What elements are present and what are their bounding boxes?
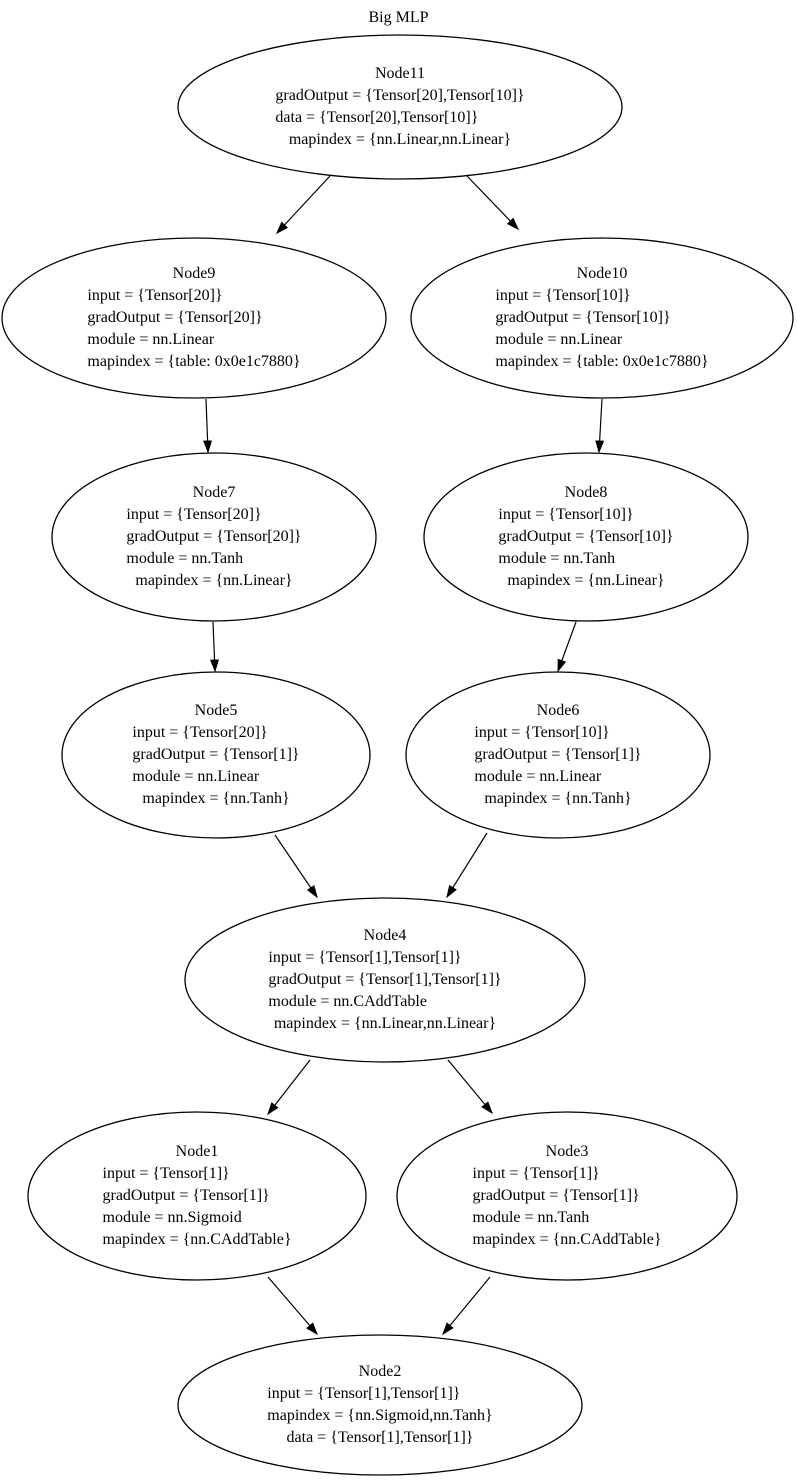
edge-node8-node6 bbox=[557, 621, 577, 673]
edge-node11-node9 bbox=[275, 175, 331, 235]
node-ellipse-node1 bbox=[27, 1111, 367, 1281]
edge-node7-node5 bbox=[210, 621, 220, 673]
node-ellipse-node5 bbox=[61, 671, 371, 839]
node-ellipse-node2 bbox=[177, 1334, 583, 1476]
edge-node4-node1 bbox=[267, 1059, 311, 1116]
node-ellipse-node8 bbox=[423, 452, 749, 622]
node-ellipse-node6 bbox=[405, 671, 711, 839]
node-ellipse-node4 bbox=[184, 897, 586, 1063]
edge-node3-node2 bbox=[442, 1276, 491, 1336]
edge-node9-node7 bbox=[203, 398, 213, 454]
edge-node10-node8 bbox=[595, 398, 605, 454]
edge-node5-node4 bbox=[274, 834, 318, 899]
graph-title: Big MLP bbox=[368, 9, 429, 26]
node-ellipse-node7 bbox=[51, 452, 377, 622]
node-ellipse-node11 bbox=[177, 34, 623, 180]
edge-node11-node10 bbox=[466, 175, 520, 231]
node-ellipse-node10 bbox=[410, 237, 794, 399]
node-ellipse-node3 bbox=[396, 1111, 738, 1281]
edge-node1-node2 bbox=[267, 1276, 318, 1336]
node-ellipse-node9 bbox=[1, 237, 387, 399]
edge-node6-node4 bbox=[446, 832, 488, 899]
edge-node4-node3 bbox=[447, 1059, 493, 1115]
